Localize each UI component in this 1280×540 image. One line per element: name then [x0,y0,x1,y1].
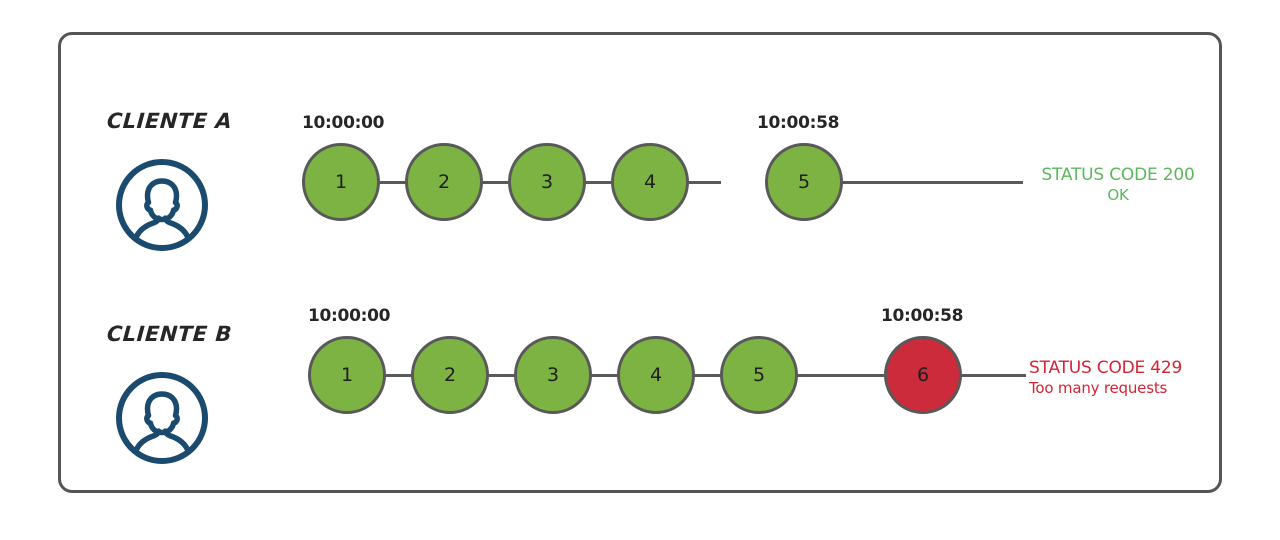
request-node[interactable]: 3 [508,143,586,221]
request-track-b: 10:00:00 10:00:58 1 2 3 4 5 6 STATUS COD… [61,278,1219,478]
connector-a-2 [479,181,515,184]
client-row-b: CLIENTE B 10:00:00 10:00:58 1 2 3 4 5 [61,278,1219,478]
status-code-text: STATUS CODE 429 [1029,358,1183,378]
request-node[interactable]: 5 [765,143,843,221]
request-node[interactable]: 2 [411,336,489,414]
connector-b-5 [794,374,884,377]
status-detail-text: OK [1107,185,1129,204]
connector-a-1 [376,181,412,184]
request-node[interactable]: 4 [617,336,695,414]
timestamp-start-a: 10:00:00 [302,113,385,133]
connector-b-3 [588,374,624,377]
request-node[interactable]: 6 [884,336,962,414]
status-badge-b: STATUS CODE 429 Too many requests [1029,358,1229,397]
request-node[interactable]: 2 [405,143,483,221]
connector-a-tail [838,181,1023,184]
status-code-text: STATUS CODE 200 [1041,165,1195,185]
request-node[interactable]: 1 [302,143,380,221]
request-node[interactable]: 4 [611,143,689,221]
connector-a-4 [685,181,721,184]
request-node[interactable]: 5 [720,336,798,414]
user-avatar-icon [114,370,210,466]
status-badge-a: STATUS CODE 200 OK [1023,165,1213,204]
request-node[interactable]: 3 [514,336,592,414]
user-avatar-icon [114,157,210,253]
connector-a-3 [582,181,618,184]
timestamp-end-a: 10:00:58 [757,113,840,133]
client-row-a: CLIENTE A 10:00:00 10:00:58 1 2 3 4 5 [61,65,1219,265]
timestamp-end-b: 10:00:58 [881,306,964,326]
status-detail-text: Too many requests [1029,378,1168,397]
connector-b-2 [485,374,521,377]
timestamp-start-b: 10:00:00 [308,306,391,326]
request-node[interactable]: 1 [308,336,386,414]
connector-b-4 [691,374,727,377]
connector-b-1 [382,374,418,377]
connector-b-tail [960,374,1026,377]
request-track-a: 10:00:00 10:00:58 1 2 3 4 5 STATUS CODE … [61,65,1219,265]
diagram-frame: CLIENTE A 10:00:00 10:00:58 1 2 3 4 5 [58,32,1222,493]
